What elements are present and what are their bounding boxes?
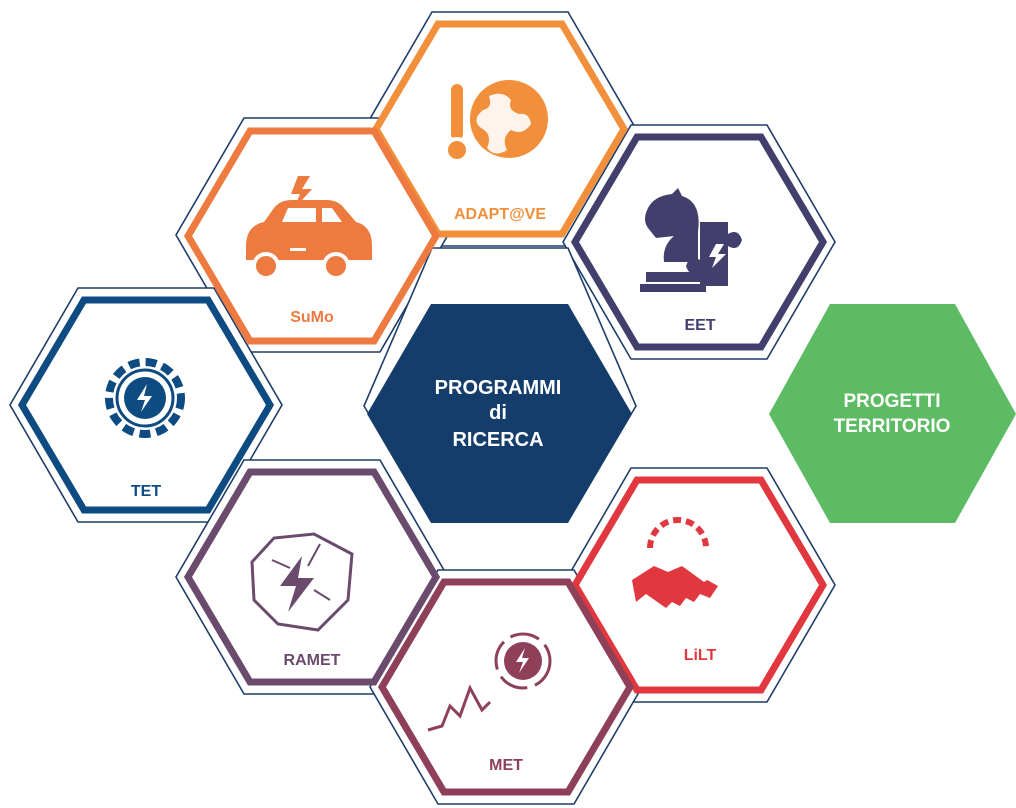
side-hexagon[interactable]: PROGETTI TERRITORIO — [769, 304, 1016, 523]
program-hex-ramet[interactable]: RAMET — [183, 468, 441, 686]
program-hex-tet[interactable]: TET — [17, 296, 275, 514]
ramet-ring — [183, 468, 441, 686]
lilt-label: LiLT — [684, 647, 717, 664]
program-hex-sumo[interactable]: SuMo — [183, 127, 441, 345]
side-line-1: PROGETTI — [843, 391, 940, 412]
side-hexagon-fill — [769, 304, 1016, 523]
chess-knight-puzzle-icon — [640, 188, 742, 292]
center-hexagon: PROGRAMMI di RICERCA — [367, 304, 632, 523]
tet-label: TET — [131, 483, 161, 500]
program-hex-eet[interactable]: EET — [570, 133, 828, 351]
side-line-2: TERRITORIO — [834, 416, 951, 437]
eet-ring — [570, 133, 828, 351]
trend-cycle-lightning-icon — [427, 632, 552, 732]
center-line-3: RICERCA — [452, 429, 543, 451]
center-hexagon-fill — [367, 304, 632, 523]
met-ring — [377, 578, 635, 796]
ramet-label: RAMET — [284, 652, 341, 669]
sumo-label: SuMo — [290, 309, 334, 326]
center-line-1: PROGRAMMI — [435, 377, 562, 399]
program-hex-met[interactable]: MET — [377, 578, 635, 796]
handshake-gear-icon — [632, 517, 718, 608]
thermometer-globe-icon — [444, 80, 548, 163]
cracked-rock-lightning-icon — [250, 532, 354, 632]
adaptve-label: ADAPT@VE — [454, 206, 546, 223]
electric-car-icon — [246, 176, 372, 280]
program-hex-lilt[interactable]: LiLT — [570, 476, 828, 694]
met-label: MET — [489, 757, 523, 774]
gear-lightning-icon — [105, 358, 185, 438]
eet-label: EET — [684, 317, 715, 334]
center-line-2: di — [489, 402, 507, 424]
